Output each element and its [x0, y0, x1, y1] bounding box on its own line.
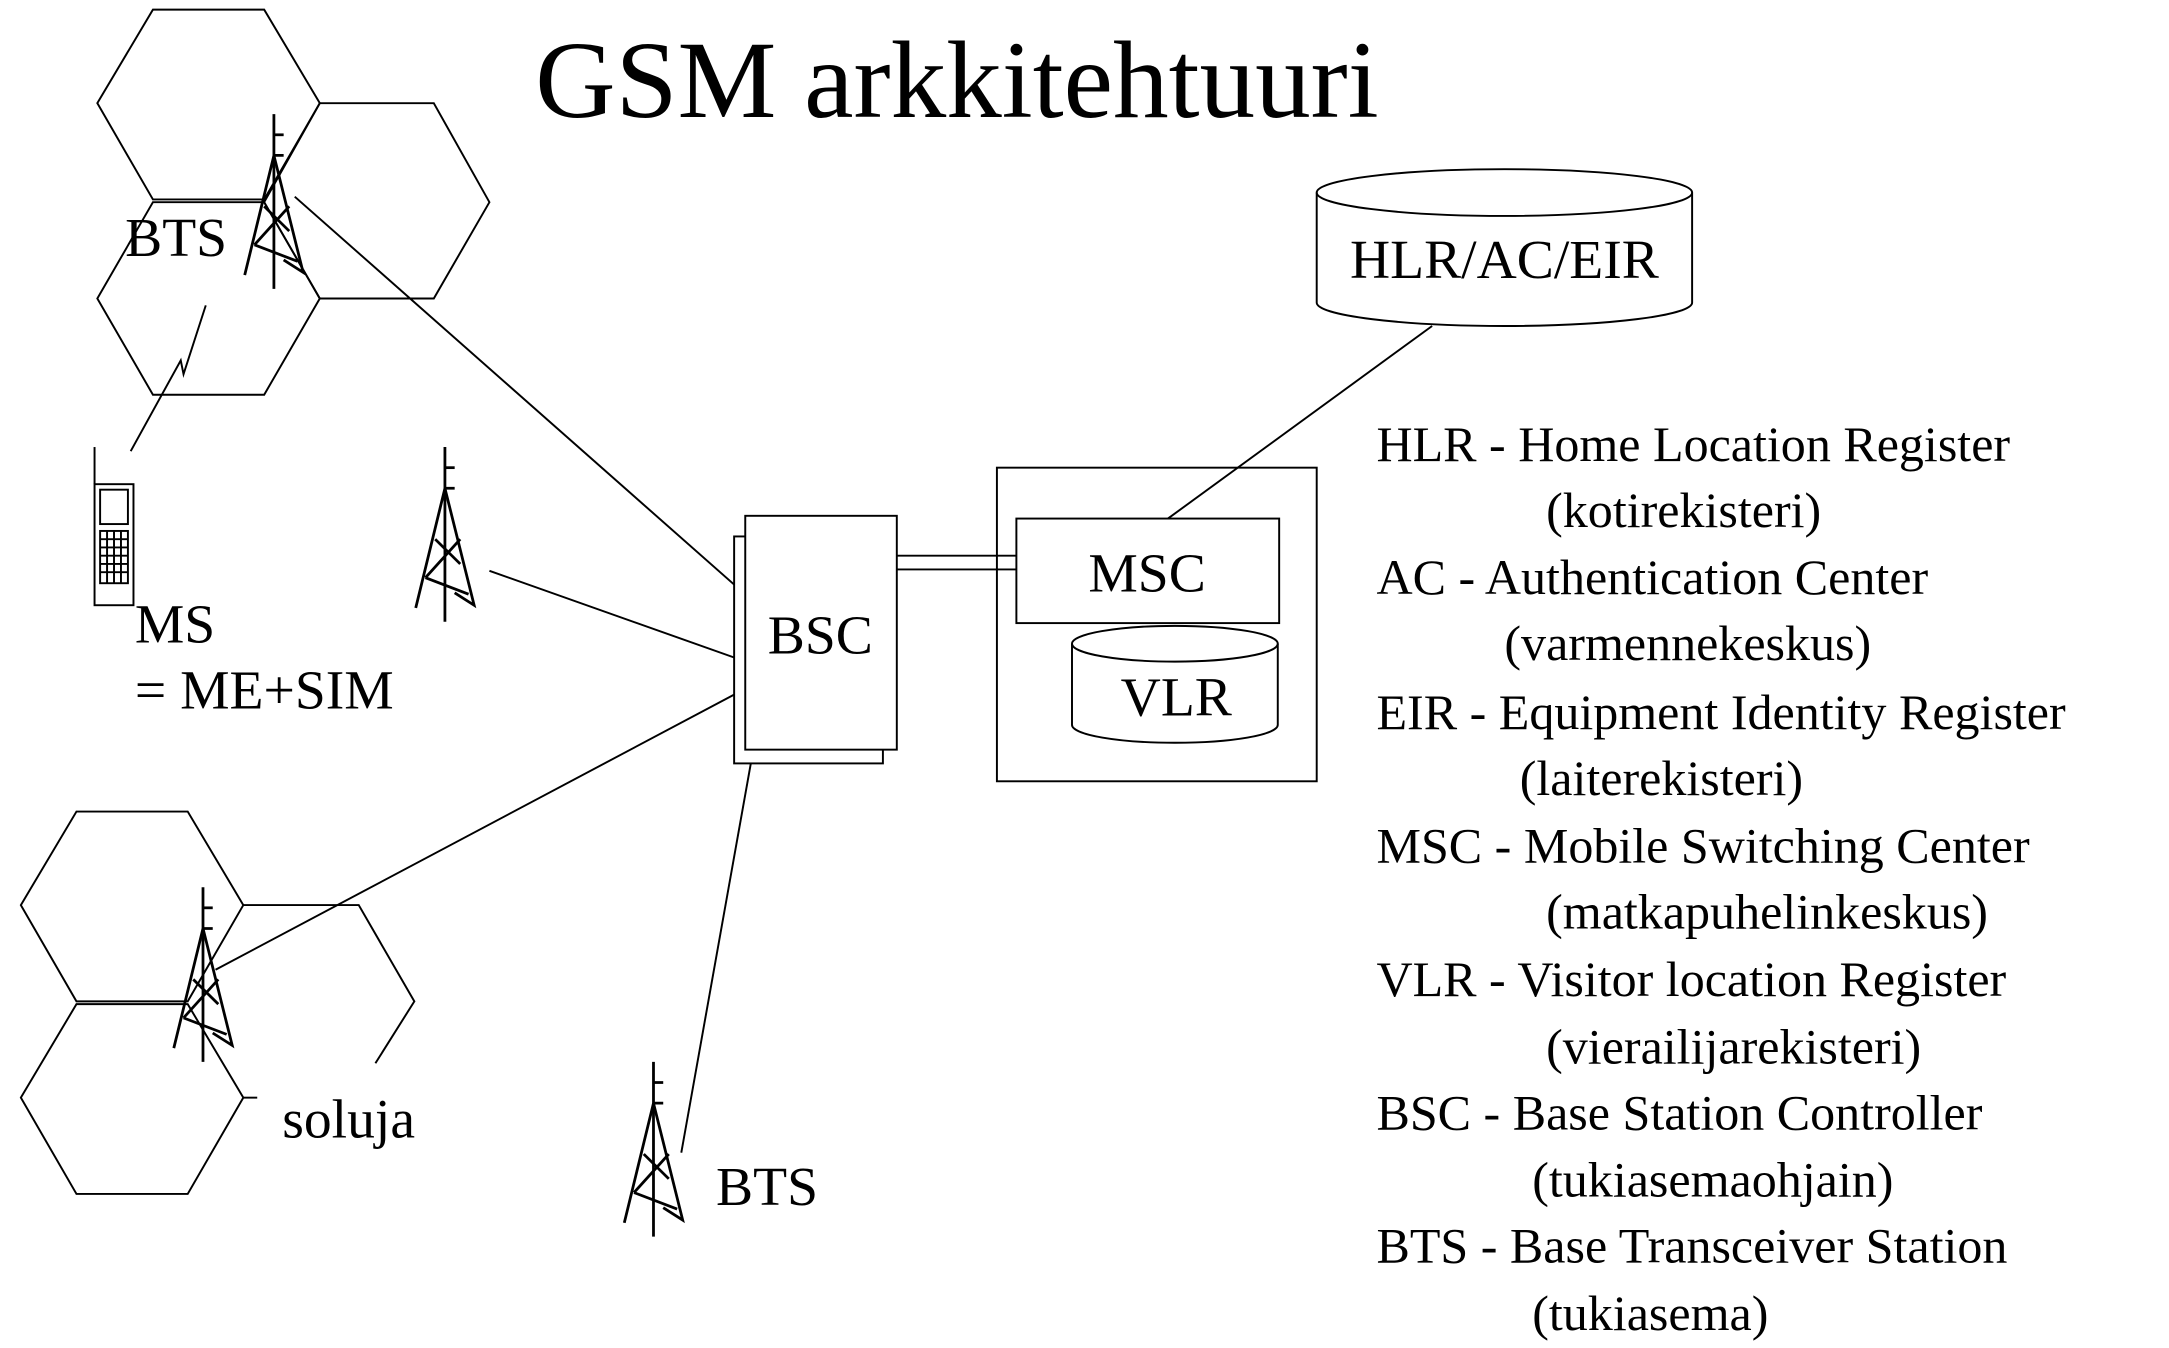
link-bts-bottom-bsc: [680, 763, 752, 1153]
legend-term: HLR - Home Location Register: [1376, 417, 2010, 472]
antenna-tower-icon: [414, 447, 477, 622]
legend-description: (vierailijarekisteri): [1546, 1019, 1921, 1074]
diagram-title: GSM arkkitehtuuri: [535, 18, 1378, 140]
legend-description: (tukiasemaohjain): [1532, 1153, 1893, 1208]
msc-vlr-node: MSC VLR: [995, 466, 1318, 783]
legend-term: MSC - Mobile Switching Center: [1376, 819, 2030, 874]
vlr-label: VLR: [1121, 667, 1232, 728]
hlr-label: HLR/AC/EIR: [1350, 229, 1659, 290]
legend-term: BSC - Base Station Controller: [1376, 1086, 1982, 1141]
ms-equation-label: = ME+SIM: [135, 660, 394, 721]
legend: HLR - Home Location Register (kotirekist…: [1376, 417, 2066, 1341]
legend-term: AC - Authentication Center: [1376, 550, 1928, 605]
cell-hex: [19, 1003, 245, 1195]
cell-hex: [19, 810, 245, 1003]
legend-term: VLR - Visitor location Register: [1376, 952, 2006, 1007]
links: [215, 195, 1433, 1153]
bsc-box-front: [744, 514, 898, 751]
legend-term: EIR - Equipment Identity Register: [1376, 685, 2066, 740]
legend-description: (varmennekeskus): [1504, 616, 1871, 671]
cell-hex: [96, 8, 321, 201]
ms-label: MS: [135, 594, 215, 655]
cells-label: soluja: [282, 1089, 415, 1150]
vlr-cylinder-body: [1071, 643, 1279, 744]
msc-box: [1015, 517, 1281, 625]
link-bts-mid-bsc: [489, 569, 735, 659]
bsc-node: BSC: [733, 514, 898, 765]
msc-container: [995, 466, 1318, 783]
cell-hex: [96, 201, 321, 396]
legend-term: BTS - Base Transceiver Station: [1376, 1219, 2007, 1274]
antenna-tower-icon: [172, 887, 235, 1062]
cell-cluster-top: [96, 8, 491, 396]
msc-label: MSC: [1088, 543, 1205, 604]
cell-cluster-bottom: [19, 810, 416, 1195]
legend-description: (matkapuhelinkeskus): [1546, 885, 1988, 940]
cell-hex-partial: [243, 904, 416, 1064]
hlr-cylinder-body: [1315, 192, 1694, 327]
link-bts-cell-bsc: [215, 693, 735, 971]
vlr-cylinder-top: [1071, 624, 1279, 663]
legend-description: (laiterekisteri): [1520, 751, 1803, 806]
hlr-cylinder-top: [1315, 168, 1694, 217]
mobile-phone-icon: [93, 447, 135, 607]
legend-description: (kotirekisteri): [1546, 483, 1821, 538]
hlr-database-node: HLR/AC/EIR: [1315, 168, 1694, 327]
legend-description: (tukiasema): [1532, 1286, 1768, 1341]
link-bts-top-bsc: [294, 195, 735, 586]
radio-link-icon: [129, 305, 207, 452]
link-msc-hlr: [1167, 325, 1433, 520]
antenna-tower-icon: [243, 114, 306, 289]
antenna-tower-icon: [622, 1061, 685, 1237]
bsc-label: BSC: [768, 605, 873, 666]
bts-label-top: BTS: [125, 207, 227, 268]
bts-label-bottom: BTS: [716, 1156, 818, 1217]
